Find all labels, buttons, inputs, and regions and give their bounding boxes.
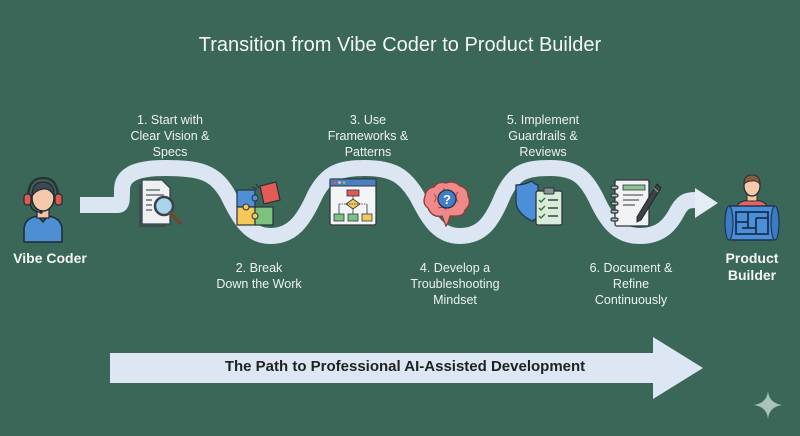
puzzle-icon (236, 181, 281, 226)
step-3-label: 3. Use Frameworks & Patterns (327, 113, 409, 159)
svg-text:?: ? (443, 192, 451, 207)
brain-question-icon: ? (423, 181, 471, 228)
notebook-pen-icon (610, 179, 662, 227)
shield-checklist-icon (515, 180, 563, 226)
step-5-label: 5. Implement Guardrails & Reviews (506, 113, 580, 159)
diagram-title: Transition from Vibe Coder to Product Bu… (198, 34, 602, 56)
person-blueprint-icon (724, 174, 780, 241)
end-label-product-builder: Product Builder (725, 250, 779, 283)
start-label-vibe-coder: Vibe Coder (13, 250, 87, 266)
sparkle-icon (754, 391, 782, 419)
step-2-label: 2. Break Down the Work (216, 261, 302, 291)
document-search-icon (139, 179, 182, 227)
step-1-label: 1. Start with Clear Vision & Specs (130, 113, 210, 159)
step-6-label: 6. Document & Refine Continuously (589, 261, 673, 307)
headset-person-icon (23, 176, 63, 243)
flowchart-window-icon (329, 178, 377, 226)
banner-text: The Path to Professional AI-Assisted Dev… (224, 358, 586, 375)
step-4-label: 4. Develop a Troubleshooting Mindset (410, 261, 500, 307)
